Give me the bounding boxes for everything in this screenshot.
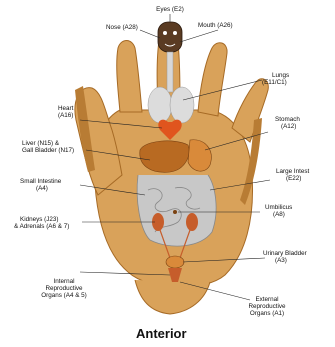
label-external-repro: External Reproductive Organs (A1): [242, 296, 292, 318]
label-large-intestine: Large Intest (E22): [276, 168, 309, 182]
little-finger: [232, 79, 268, 142]
lungs: [148, 52, 194, 123]
label-urinary-bladder: Urinary Bladder (A3): [263, 250, 307, 264]
wrist: [135, 280, 210, 314]
label-small-intestine: Small Intestine (A4): [20, 178, 61, 192]
label-nose: Nose (A28): [106, 24, 138, 31]
label-heart: Heart (A16): [58, 105, 73, 119]
label-liver: Liver (N15) & Gall Bladder (N17): [22, 140, 74, 154]
view-title: Anterior: [136, 326, 187, 341]
index-finger: [117, 41, 142, 113]
bladder-organ: [166, 256, 184, 268]
label-umbilicus: Umbilicus (A8): [265, 204, 292, 218]
intestines: [137, 175, 216, 246]
label-lungs: Lungs (E11/C1): [262, 72, 289, 86]
label-kidneys: Kidneys (J23) & Adrenals (A6 & 7): [14, 216, 69, 230]
label-stomach: Stomach (A12): [275, 116, 300, 130]
label-mouth: Mouth (A26): [198, 22, 233, 29]
label-eyes: Eyes (E2): [150, 6, 190, 13]
ring-finger: [198, 43, 227, 116]
label-internal-repro: Internal Reproductive Organs (A4 & 5): [36, 278, 92, 300]
face: [158, 22, 182, 52]
